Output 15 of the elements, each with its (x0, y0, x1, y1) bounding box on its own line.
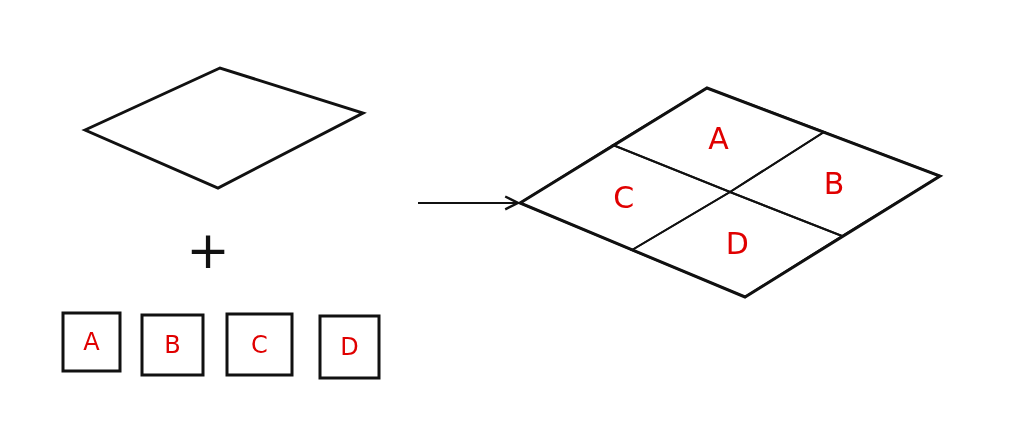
grid-tile (632, 192, 842, 297)
letter-label: B (164, 333, 181, 357)
letter-label: B (823, 169, 845, 199)
plus-sign: + (186, 224, 230, 276)
square-box (227, 314, 292, 375)
letter-label: D (340, 335, 359, 359)
letter-label: C (251, 332, 268, 357)
letter-label: A (708, 124, 729, 155)
letter-label: C (613, 182, 635, 213)
square-box (320, 316, 379, 378)
arrow (417, 195, 520, 211)
square-box (142, 315, 203, 375)
letter-label: D (725, 228, 749, 259)
square-box (63, 313, 120, 371)
letter-label: A (83, 330, 100, 354)
